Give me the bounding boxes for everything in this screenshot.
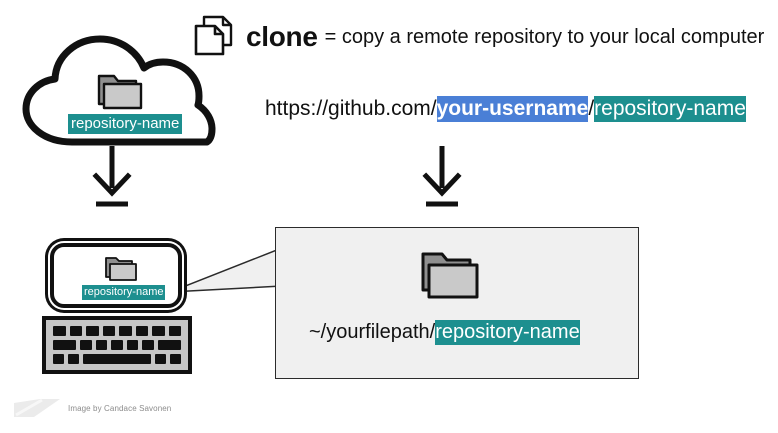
keyboard-key: [126, 340, 139, 350]
keyboard-key: [135, 326, 148, 336]
keyboard-key: [53, 354, 65, 364]
local-computer-laptop: repository-name: [42, 243, 192, 383]
attribution: Image by Candace Savonen: [14, 396, 171, 420]
documents-stack-icon: [192, 15, 240, 59]
keyboard-key: [68, 354, 80, 364]
keyboard-key: [95, 340, 108, 350]
keyboard-key: [111, 340, 123, 350]
folder-icon: [104, 255, 138, 283]
clone-term: clone: [246, 21, 318, 52]
keyboard-key: [53, 326, 66, 336]
attribution-text: Image by Candace Savonen: [68, 403, 172, 413]
clone-definition-text: = copy a remote repository to your local…: [324, 26, 765, 48]
url-separator: /: [588, 97, 595, 120]
keyboard-key: [169, 354, 182, 364]
keyboard-key: [154, 354, 166, 364]
keyboard-row: [53, 340, 182, 350]
remote-repository-cloud: repository-name: [14, 30, 224, 155]
laptop-screen: repository-name: [50, 243, 182, 308]
keyboard-spacebar: [83, 354, 151, 364]
keyboard-key: [69, 326, 82, 336]
cloud-repository-label: repository-name: [68, 114, 183, 135]
url-prefix: https://github.com/: [265, 97, 437, 120]
download-arrow-icon-left: [88, 146, 136, 215]
folder-icon: [419, 250, 481, 302]
keyboard-key: [142, 340, 154, 350]
keyboard-key: [168, 326, 181, 336]
local-filepath-text: ~/yourfilepath/repository-name: [309, 320, 580, 345]
keyboard-key: [80, 340, 92, 350]
keyboard-key-wide: [53, 340, 77, 350]
filepath-repository-highlight: repository-name: [435, 320, 580, 345]
url-username-highlight: your-username: [436, 96, 589, 122]
clone-definition-header: clone = copy a remote repository to your…: [192, 14, 764, 60]
laptop-repository-label: repository-name: [82, 285, 166, 300]
keyboard-key: [102, 326, 115, 336]
keyboard-key: [152, 326, 165, 336]
keyboard-key-wide: [157, 340, 182, 350]
keyboard-key: [119, 326, 132, 336]
diagonal-band-logo: [14, 397, 60, 419]
github-url: https://github.com/your-username/reposit…: [265, 96, 746, 122]
download-arrow-icon-right: [418, 146, 466, 215]
local-filepath-callout: ~/yourfilepath/repository-name: [275, 227, 639, 379]
url-repository-highlight: repository-name: [594, 96, 746, 122]
filepath-prefix: ~/yourfilepath/: [309, 321, 436, 343]
folder-icon: [96, 72, 144, 112]
keyboard-row: [53, 354, 182, 364]
keyboard-key: [86, 326, 99, 336]
keyboard-row: [53, 326, 181, 336]
laptop-keyboard: [42, 316, 192, 374]
